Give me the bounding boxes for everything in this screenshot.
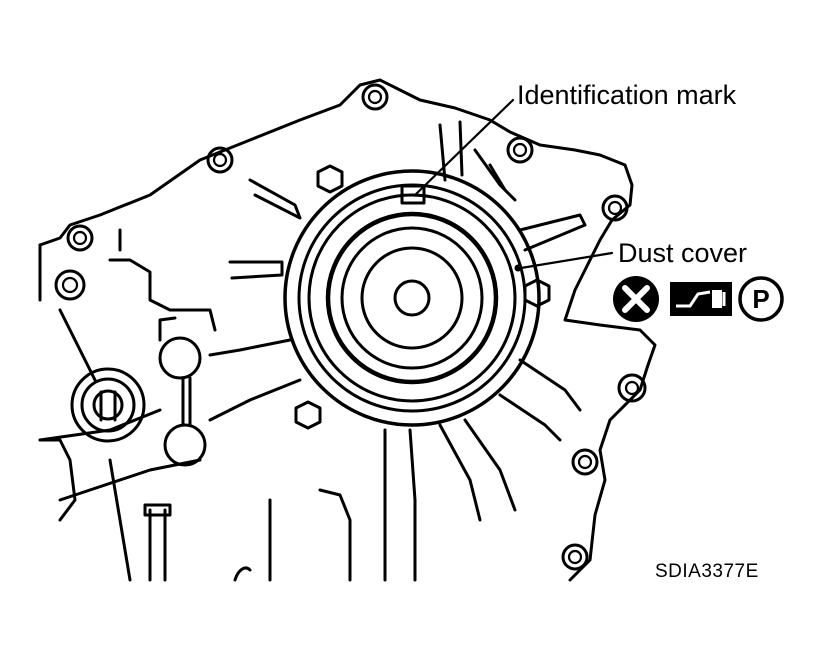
dust-cover-label: Dust cover	[618, 238, 748, 268]
housing-ribs	[208, 120, 587, 582]
bolt-bosses	[54, 83, 647, 571]
seal-install-tool-icon	[670, 282, 732, 316]
figure-code: SDIA3377E	[655, 561, 759, 582]
identification-mark-notch	[400, 184, 426, 205]
housing-outline	[38, 78, 657, 582]
dust-cover-dot	[514, 264, 522, 272]
left-oil-seal	[70, 367, 146, 443]
do-not-reuse-icon	[613, 276, 659, 322]
identification-mark-leader	[413, 98, 515, 197]
dust-cover-leader	[519, 251, 614, 270]
parking-p-letter: P	[752, 284, 769, 314]
crankshaft-oil-seal	[283, 169, 541, 427]
parking-p-icon: P	[738, 276, 784, 322]
identification-mark-label: Identification mark	[517, 80, 737, 110]
left-passages	[38, 228, 272, 582]
